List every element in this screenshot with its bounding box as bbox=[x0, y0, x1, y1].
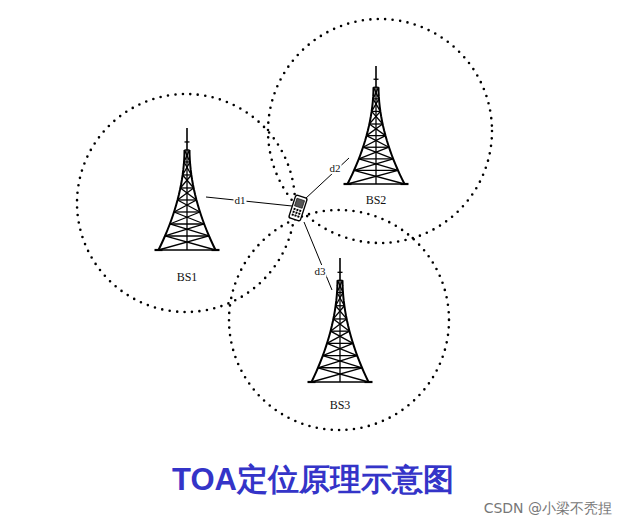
distance-line bbox=[304, 222, 332, 290]
distance-label: d1 bbox=[234, 194, 247, 206]
station-label: BS1 bbox=[175, 271, 200, 284]
base-station: BS3 bbox=[305, 258, 375, 413]
phone-symbol bbox=[289, 195, 308, 222]
base-station: BS1 bbox=[152, 128, 222, 285]
coverage-circle bbox=[229, 210, 449, 430]
station-label: BS3 bbox=[328, 399, 353, 412]
diagram-title: TOA定位原理示意图 bbox=[172, 463, 454, 497]
station-label: BS2 bbox=[364, 194, 389, 207]
distance-label: d3 bbox=[314, 265, 327, 277]
distance-label: d2 bbox=[329, 162, 342, 174]
coverage-circle bbox=[268, 19, 492, 243]
coverage-circle bbox=[77, 94, 295, 312]
distance-line bbox=[206, 197, 292, 206]
tower-symbol bbox=[344, 66, 409, 184]
watermark: CSDN @小梁不秃捏 bbox=[484, 501, 612, 516]
tower-symbol bbox=[155, 128, 220, 250]
coverage-circles bbox=[77, 19, 492, 430]
distance-lines bbox=[206, 158, 349, 290]
tower-symbol bbox=[308, 258, 373, 382]
base-station: BS2 bbox=[341, 66, 411, 208]
distance-line bbox=[305, 158, 349, 199]
